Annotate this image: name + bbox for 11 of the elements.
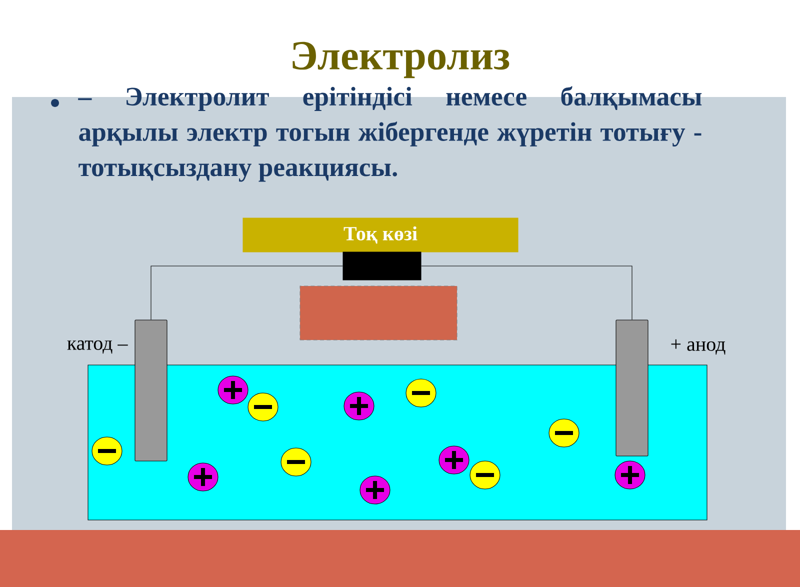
wire <box>150 266 343 320</box>
title: Электролиз <box>292 42 510 78</box>
electrode <box>134 320 168 462</box>
electrode-label: + анод <box>671 339 726 355</box>
terminal-block <box>342 252 422 280</box>
electrode-label: катод – <box>67 340 128 354</box>
resistor-box <box>300 286 458 340</box>
electrode <box>616 320 648 456</box>
power-source-box: Тоқ көзі <box>242 218 518 252</box>
wire <box>421 266 632 320</box>
definition-text: – Электролит ерітіндісі немесе балқымасы арқылы электр тогын жібергенде жүретін тотығу - тотықсыздану реакциясы. <box>78 86 702 182</box>
